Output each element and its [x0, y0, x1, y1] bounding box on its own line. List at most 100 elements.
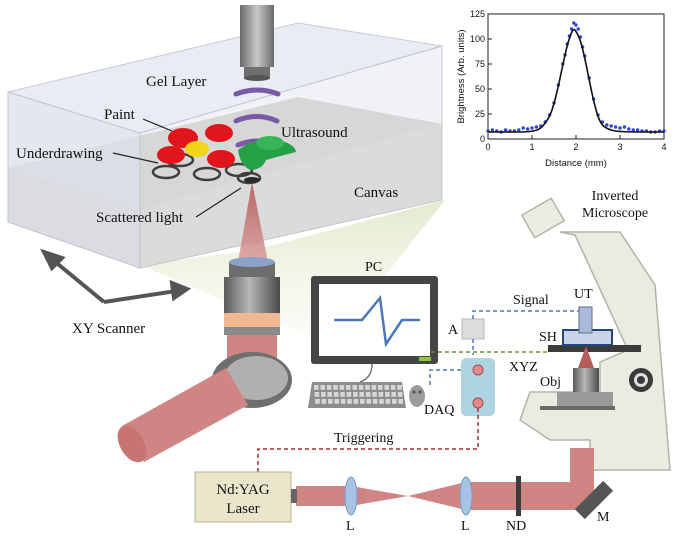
data-point	[574, 23, 578, 27]
keyboard-key	[390, 385, 396, 390]
xyz-label: XYZ	[509, 360, 538, 375]
keyboard-key	[314, 392, 320, 397]
beam-to-lens1	[296, 486, 351, 506]
daq-to-pc-line	[429, 369, 461, 388]
microscope-stage	[548, 345, 641, 352]
amplifier-label: A	[448, 323, 459, 338]
paint-blob-red	[207, 150, 235, 168]
data-point	[618, 126, 622, 130]
leader-lines	[112, 118, 242, 218]
daq-label: DAQ	[424, 403, 454, 418]
obj-label: Obj	[540, 375, 561, 390]
ultrasound-transducer-ut	[578, 306, 593, 334]
keyboard-key	[366, 399, 371, 404]
data-point	[631, 128, 635, 132]
green-illumination-glow	[140, 200, 445, 345]
lens-1	[344, 476, 358, 516]
keyboard-key	[326, 385, 332, 390]
canvas-label: Canvas	[354, 185, 398, 201]
keyboard-key	[378, 392, 384, 397]
data-point	[503, 128, 508, 132]
scanning-objective	[224, 257, 280, 335]
scattered-light-label: Scattered light	[96, 210, 184, 226]
keyboard-key	[360, 399, 365, 404]
laser-label-line1: Nd:YAG	[216, 482, 270, 498]
keyboard-key	[398, 399, 403, 404]
keyboard-key	[352, 385, 357, 390]
x-tick-label: 1	[529, 142, 534, 152]
nd-label: ND	[506, 519, 526, 534]
x-tick-label: 4	[661, 142, 666, 152]
signal-line	[472, 310, 586, 330]
fit-curve	[488, 28, 664, 133]
data-point	[627, 127, 631, 131]
x-tick-label: 2	[573, 142, 578, 152]
keyboard-key	[321, 392, 326, 397]
y-tick-label: 25	[475, 109, 485, 119]
data-point	[534, 125, 539, 129]
microscope-eyepiece	[520, 197, 566, 239]
paint-label: Paint	[104, 107, 136, 123]
ultrasound-arc	[233, 87, 281, 97]
data-point	[517, 128, 521, 132]
keyboard-key	[328, 399, 333, 404]
mirror-m	[574, 480, 614, 520]
lens-2	[459, 476, 473, 516]
nd-yag-laser	[194, 471, 297, 523]
ultrasound-transducer	[240, 5, 274, 81]
inverted-microscope	[519, 197, 671, 471]
excitation-light-cone	[238, 182, 268, 262]
ultrasound-label: Ultrasound	[281, 125, 348, 141]
paint-blob-red	[157, 146, 185, 164]
paint-blob-green	[238, 139, 296, 170]
gel-layer-label: Gel Layer	[146, 74, 206, 90]
keyboard-key	[392, 399, 397, 404]
y-axis-label: Brightness (Arb. units)	[456, 30, 467, 124]
painting-sample	[151, 124, 296, 185]
keyboard-key	[365, 392, 371, 397]
data-point	[572, 21, 576, 25]
keyboard-key	[333, 385, 338, 390]
laser-label-line2: Laser	[226, 501, 259, 517]
keyboard-key	[372, 399, 378, 404]
gel-layer-side	[139, 45, 443, 269]
keyboard-key	[327, 392, 332, 397]
underdrawing-label: Underdrawing	[16, 146, 103, 162]
keyboard-key	[397, 392, 403, 397]
keyboard-key	[347, 399, 352, 404]
microscope-objective	[573, 368, 599, 392]
keyboard-key	[314, 385, 319, 390]
nd-filter	[516, 476, 521, 516]
amplifier-box	[461, 318, 485, 340]
plot-area	[487, 13, 665, 140]
paint-blob-green	[256, 136, 284, 150]
beam-expand-1	[408, 482, 466, 510]
y-tick-label: 100	[470, 34, 485, 44]
keyboard-key	[340, 392, 345, 397]
data-point	[635, 128, 640, 132]
microscope-label-line1: Inverted	[592, 189, 639, 204]
keyboard-keys	[314, 385, 403, 404]
mirror-label: M	[597, 510, 610, 525]
keyboard-key	[346, 385, 351, 390]
keyboard-key	[333, 392, 339, 397]
monitor-cable	[359, 363, 373, 383]
sh-label: SH	[539, 330, 557, 345]
microscope-label-line2: Microscope	[582, 206, 648, 221]
xy-scanner-label: XY Scanner	[72, 321, 145, 337]
keyboard-key	[391, 392, 396, 397]
keyboard-key	[397, 385, 402, 390]
objective-light-cone	[578, 346, 594, 368]
daq-device	[461, 358, 495, 416]
mouse	[409, 385, 425, 407]
y-tick-label: 75	[475, 59, 485, 69]
trigger-line	[257, 408, 479, 475]
keyboard-key	[365, 385, 370, 390]
keyboard-key	[321, 399, 327, 404]
ultrasound-arc	[233, 114, 280, 124]
y-tick-label: 50	[475, 84, 485, 94]
xy-scanner-arrows	[40, 248, 192, 304]
keyboard-key	[378, 385, 383, 390]
keyboard-key	[358, 385, 364, 390]
pc-label: PC	[365, 260, 382, 275]
